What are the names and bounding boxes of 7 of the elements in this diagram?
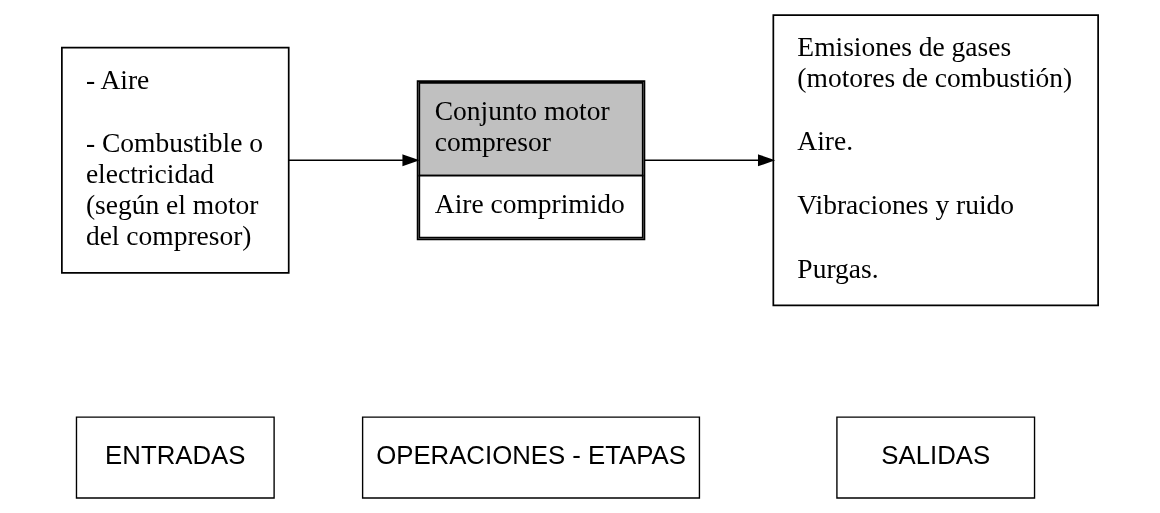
node-box: OPERACIONES - ETAPAS <box>361 416 701 499</box>
node-box: - Aire - Combustible o electricidad (según el motor del compresor) <box>61 46 290 274</box>
node-box: SALIDAS <box>836 416 1036 499</box>
arrow <box>288 154 420 167</box>
arrow <box>643 154 776 167</box>
node-box: Emisiones de gases (motores de combustión) Aire. Vibraciones y ruido Purgas. <box>772 14 1099 307</box>
node-box: ENTRADAS <box>75 416 275 499</box>
